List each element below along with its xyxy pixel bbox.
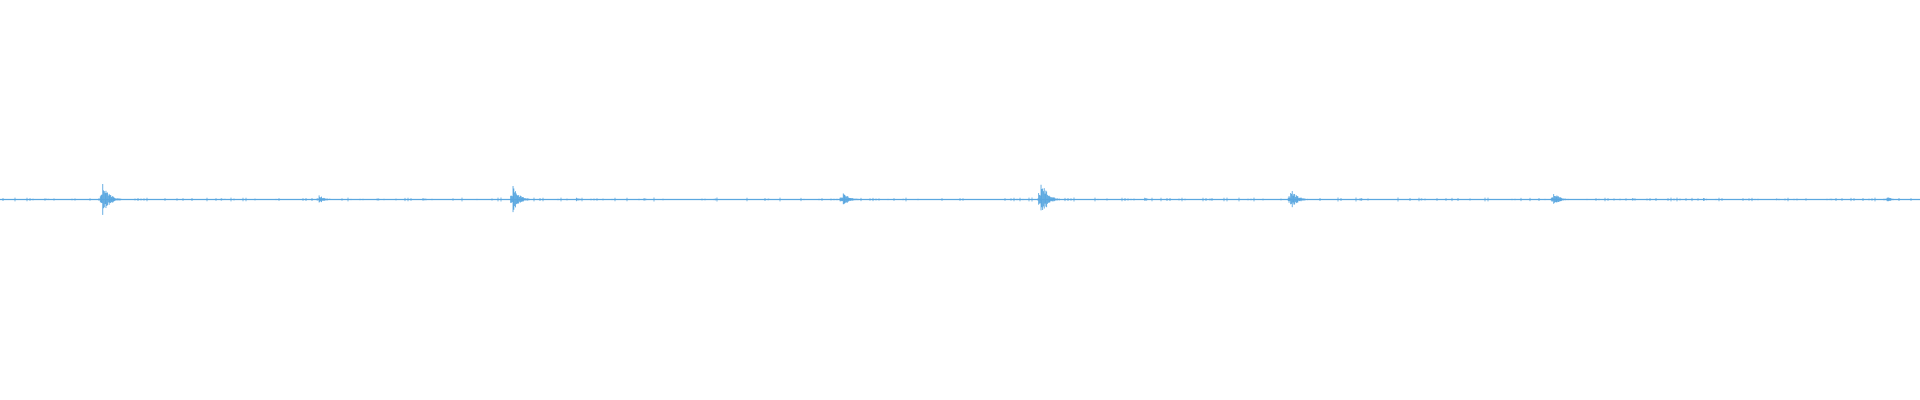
waveform-minor-burst <box>220 198 226 201</box>
waveform-minor-burst <box>1420 198 1423 201</box>
waveform-minor-burst <box>643 198 647 201</box>
waveform-peak <box>1038 184 1060 211</box>
waveform-minor-burst <box>1702 198 1708 201</box>
waveform-minor-burst <box>1209 198 1213 201</box>
waveform-minor-burst <box>575 197 581 202</box>
waveform-peak <box>1884 197 1894 202</box>
waveform-minor-burst <box>1631 198 1637 201</box>
waveform-minor-burst <box>1359 198 1363 201</box>
waveform-peak <box>840 193 858 205</box>
waveform-minor-burst <box>1829 198 1833 201</box>
waveform-peak <box>316 195 331 203</box>
waveform-peak <box>1550 194 1569 204</box>
waveform-minor-burst <box>376 198 380 201</box>
waveform-peak <box>99 184 122 215</box>
waveform-minor-burst <box>767 198 770 201</box>
waveform-peak <box>1287 191 1308 208</box>
waveform-samples <box>2 184 1912 215</box>
waveform-minor-burst <box>1775 198 1778 201</box>
waveform-minor-burst <box>714 198 717 201</box>
waveform-peak <box>510 185 530 213</box>
waveform-minor-burst <box>46 198 50 201</box>
waveform-minor-burst <box>1144 197 1149 201</box>
waveform-minor-burst <box>422 198 427 201</box>
